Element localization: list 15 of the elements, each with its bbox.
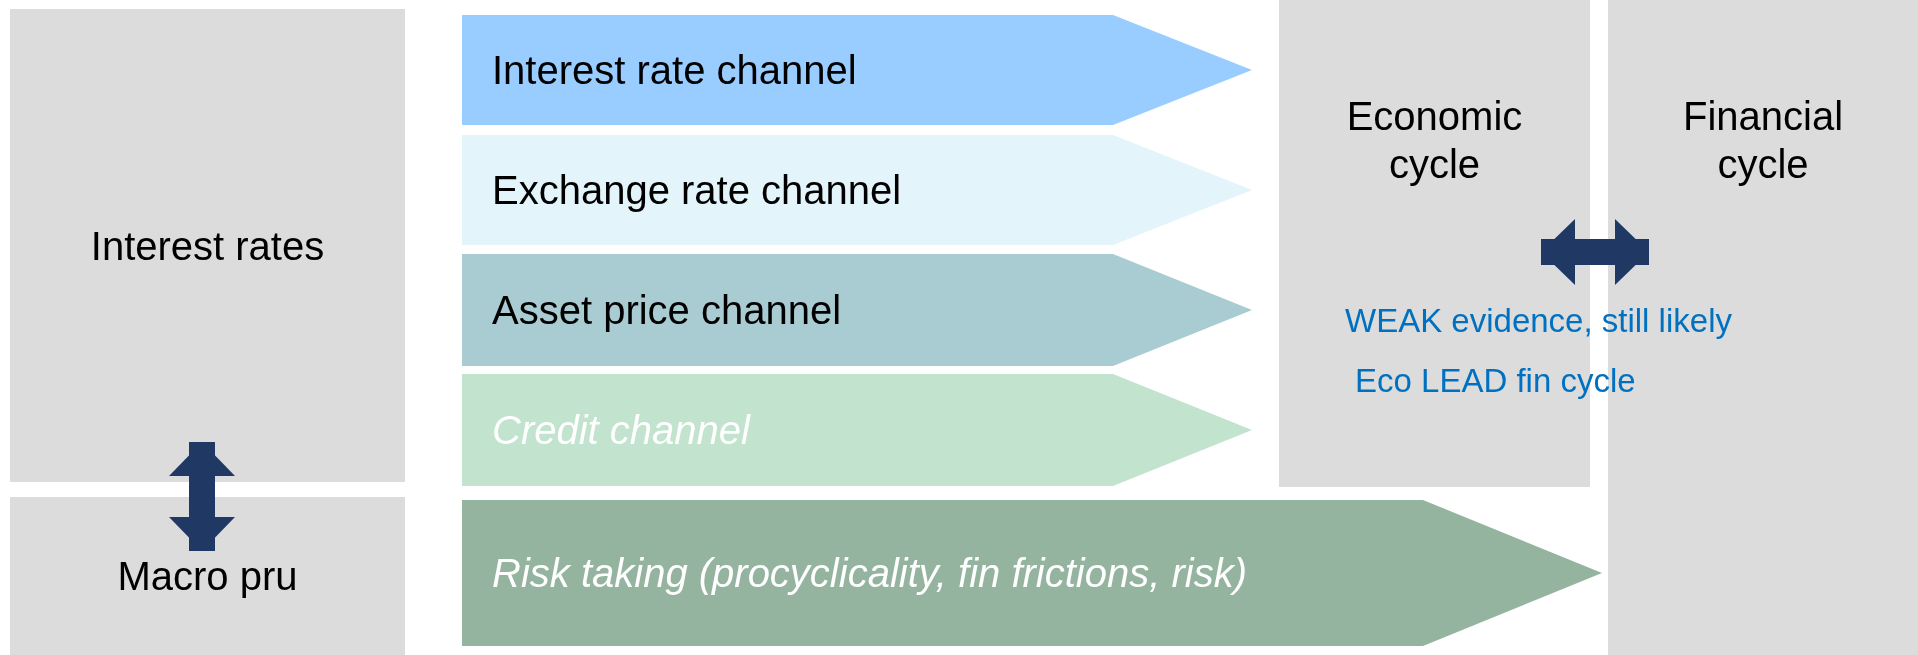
annotation-text: WEAK evidence, still likely — [1345, 302, 1732, 340]
node-label: Asset price channel — [492, 287, 842, 334]
panel-box — [10, 9, 405, 482]
annotation-text: Eco LEAD fin cycle — [1355, 362, 1636, 400]
node-label: Financial cycle — [1681, 93, 1845, 188]
node-label: Macro pru — [117, 553, 298, 600]
node-label: Credit channel — [492, 407, 750, 454]
panel-box — [10, 497, 405, 655]
node-label: Interest rates — [90, 222, 325, 270]
double-arrow — [1541, 219, 1649, 285]
double-arrow — [169, 442, 235, 551]
node-label: Exchange rate channel — [492, 167, 902, 214]
node-label: Economic cycle — [1345, 93, 1524, 188]
node-label: Interest rate channel — [492, 47, 857, 94]
node-label: Risk taking (procyclicality, fin frictions, risk) — [492, 550, 1247, 597]
